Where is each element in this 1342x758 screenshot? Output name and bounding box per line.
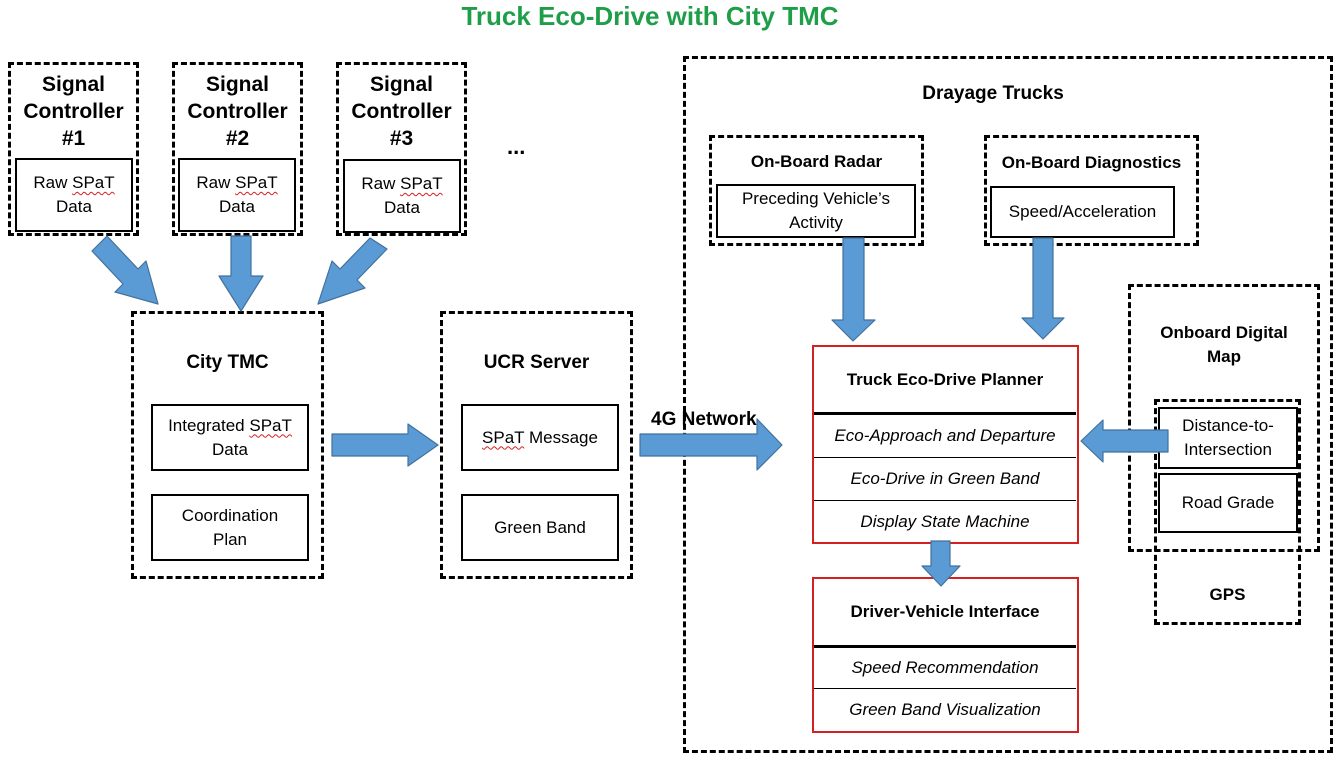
preceding-vehicle-label: Preceding Vehicle’s	[741, 189, 891, 208]
controller-title-line: Signal	[369, 73, 433, 96]
raw-spat-label: Data	[56, 197, 92, 216]
arrow-radar-to-planner	[831, 237, 876, 342]
onboard-digital-map-title: Onboard Digital Map	[1131, 321, 1317, 369]
arrow-diagnostics-to-planner	[1021, 237, 1065, 340]
controller-title-line: #2	[225, 127, 250, 150]
planner-row: Eco-Approach and Departure	[814, 412, 1076, 457]
integrated-spat-label: Data	[212, 439, 248, 459]
speed-acceleration-label: Speed/Acceleration	[1008, 202, 1157, 221]
arrow-server-to-planner	[639, 418, 783, 471]
raw-spat-data-box: Raw SPaT Data	[15, 158, 133, 232]
city-tmc-title: City TMC	[186, 352, 269, 373]
onboard-radar-title: On-Board Radar	[750, 152, 883, 171]
controller-title-line: #1	[61, 127, 86, 150]
distance-to-intersection-label: Intersection	[1184, 440, 1272, 459]
arrow-planner-to-dvi	[921, 540, 961, 587]
planner-title: Truck Eco-Drive Planner	[846, 369, 1044, 389]
driver-vehicle-interface-box: Driver-Vehicle Interface Speed Recommend…	[812, 577, 1079, 733]
spat-message-box: SPaT Message	[461, 404, 619, 471]
arrow-controller3-to-tmc	[317, 237, 388, 305]
spat-message-label: SPaT Message	[482, 427, 598, 447]
controller-title-line: Controller	[187, 100, 288, 123]
controller-title: Signal Controller #2	[175, 71, 300, 152]
drayage-trucks-title: Drayage Trucks	[922, 83, 1064, 104]
raw-spat-data-box: Raw SPaT Data	[343, 159, 461, 233]
integrated-spat-data-box: Integrated SPaT Data	[151, 404, 309, 471]
ucr-server-box: UCR Server SPaT Message Green Band	[440, 311, 633, 579]
planner-row: Eco-Drive in Green Band	[814, 457, 1076, 500]
onboard-radar-box: On-Board Radar Preceding Vehicle’s Activ…	[709, 135, 924, 246]
raw-spat-label: Raw SPaT	[33, 173, 115, 192]
controller-title: Signal Controller #3	[339, 71, 464, 152]
raw-spat-label: Data	[219, 197, 255, 216]
road-grade-label: Road Grade	[1181, 493, 1275, 512]
road-grade-box: Road Grade	[1158, 473, 1298, 533]
planner-row: Display State Machine	[814, 500, 1076, 543]
arrow-controller1-to-tmc	[91, 235, 159, 305]
dvi-title: Driver-Vehicle Interface	[850, 602, 1040, 621]
distance-to-intersection-box: Distance-to- Intersection	[1158, 407, 1298, 469]
raw-spat-label: Raw SPaT	[196, 173, 278, 192]
map-title-line: Onboard Digital	[1160, 323, 1288, 342]
coordination-plan-label: Coordination	[181, 505, 279, 525]
integrated-spat-label: Integrated SPaT	[168, 415, 292, 435]
onboard-diagnostics-title: On-Board Diagnostics	[1001, 153, 1182, 172]
dvi-row: Speed Recommendation	[814, 645, 1076, 688]
arrow-controller2-to-tmc	[218, 235, 264, 312]
signal-controller-2: Signal Controller #2 Raw SPaT Data	[172, 62, 303, 236]
raw-spat-label: Data	[384, 198, 420, 217]
speed-acceleration-box: Speed/Acceleration	[990, 186, 1175, 238]
more-controllers-ellipsis: ...	[507, 134, 526, 159]
dvi-row: Green Band Visualization	[814, 688, 1076, 731]
gps-box: GPS	[1154, 399, 1301, 625]
controller-title-line: #3	[389, 127, 414, 150]
raw-spat-label: Raw SPaT	[361, 174, 443, 193]
green-band-label: Green Band	[494, 517, 586, 537]
coordination-plan-label: Plan	[212, 529, 248, 549]
raw-spat-data-box: Raw SPaT Data	[178, 158, 296, 232]
network-label: 4G Network	[651, 409, 757, 430]
controller-title-line: Signal	[205, 73, 269, 96]
controller-title-line: Controller	[351, 100, 452, 123]
gps-label: GPS	[1209, 585, 1246, 604]
controller-title-line: Controller	[23, 100, 124, 123]
map-title-line: Map	[1207, 347, 1241, 366]
arrow-tmc-to-server	[331, 423, 439, 467]
green-band-box: Green Band	[461, 494, 619, 561]
controller-title: Signal Controller #1	[11, 71, 136, 152]
city-tmc-box: City TMC Integrated SPaT Data Coordinati…	[131, 311, 324, 579]
arrow-map-to-planner	[1080, 419, 1169, 463]
coordination-plan-box: Coordination Plan	[151, 494, 309, 561]
preceding-vehicle-label: Activity	[789, 213, 843, 232]
distance-to-intersection-label: Distance-to-	[1182, 416, 1274, 435]
signal-controller-3: Signal Controller #3 Raw SPaT Data	[336, 62, 467, 236]
preceding-vehicle-activity-box: Preceding Vehicle’s Activity	[716, 184, 916, 238]
diagram-title: Truck Eco-Drive with City TMC	[461, 0, 839, 31]
controller-title-line: Signal	[41, 73, 105, 96]
drayage-trucks-box: Drayage Trucks	[683, 56, 1333, 753]
signal-controller-1: Signal Controller #1 Raw SPaT Data	[8, 62, 139, 236]
onboard-digital-map-box: Onboard Digital Map	[1128, 284, 1320, 552]
ucr-server-title: UCR Server	[483, 352, 590, 373]
onboard-diagnostics-box: On-Board Diagnostics Speed/Acceleration	[984, 135, 1199, 246]
